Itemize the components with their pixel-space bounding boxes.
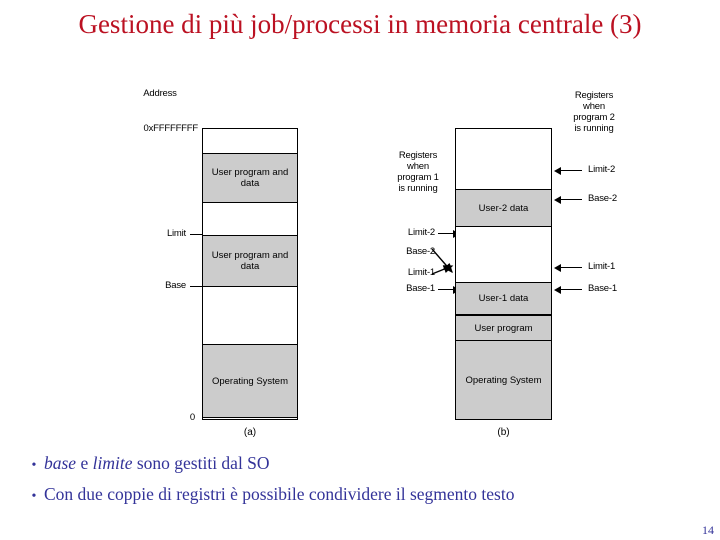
bullet1-plain-e: e [76, 453, 93, 473]
base-2-right-label: Base-2 [588, 193, 617, 204]
block-user-2-data-b: User-2 data [456, 189, 551, 227]
bullet-marker: • [31, 458, 37, 473]
block-user-program-2-a: User program and data [203, 153, 297, 203]
bullet-marker: • [31, 489, 37, 504]
block-gap-1-a [203, 203, 297, 235]
bullet-list: • base e limite sono gestiti dal SO • Co… [24, 452, 714, 514]
bullet1-plain-tail: sono gestiti dal SO [132, 453, 270, 473]
diagonal-register-arrows [431, 248, 454, 275]
block-gap-1-b [456, 227, 551, 282]
block-empty-top-b [456, 129, 551, 189]
operating-system-block-b: Operating System [456, 340, 551, 419]
base-1-right-label: Base-1 [588, 283, 617, 294]
bullet-due-coppie-text: Con due coppie di registri è possibile c… [44, 484, 515, 504]
memory-management-figure: Address 0xFFFFFFFF 0 Limit Base User pro… [0, 82, 720, 447]
limit-1-right-label: Limit-1 [588, 261, 616, 272]
bullet-base-limite-text: base e limite sono gestiti dal SO [44, 452, 270, 474]
limit-2-left-label: Limit-2 [407, 227, 435, 238]
block-user-1-data-b: User-1 data [456, 282, 551, 315]
base-1-left-label: Base-1 [406, 283, 435, 294]
limit-1-right-arrow [554, 262, 582, 274]
limit-2-right-label: Limit-2 [588, 164, 616, 175]
base-2-right-arrow [554, 194, 582, 206]
limit-2-right-arrow [554, 165, 582, 177]
registers-program-2-label: Registers when program 2 is running [573, 90, 615, 134]
caption-b: (b) [497, 427, 510, 438]
bullet-due-coppie: • Con due coppie di registri è possibile… [24, 483, 714, 508]
limit-pointer-label: Limit [166, 228, 186, 239]
block-user-program-b: User program [456, 315, 551, 341]
base-1-left-arrow [438, 284, 460, 296]
page-title: Gestione di più job/processi in memoria … [78, 9, 642, 39]
bullet-base-limite: • base e limite sono gestiti dal SO [24, 452, 714, 477]
block-operating-system-a: Operating System [203, 344, 297, 418]
address-header-label: Address [143, 88, 177, 99]
page-number: 14 [702, 523, 714, 537]
bullet1-italic-base: base [44, 453, 77, 473]
memory-column-a: User program and data User program and d… [202, 128, 298, 420]
limit-2-left-arrow [438, 228, 460, 240]
caption-a: (a) [243, 427, 257, 438]
base-1-right-arrow [554, 284, 582, 296]
block-empty-top-a [203, 129, 297, 153]
registers-program-1-label: Registers when program 1 is running [397, 150, 439, 194]
top-address-label: 0xFFFFFFFF [143, 123, 199, 134]
bottom-address-label: 0 [189, 412, 195, 423]
limit-1-left-label: Limit-1 [407, 267, 435, 278]
block-gap-2-a [203, 287, 297, 344]
base-2-left-label: Base-2 [406, 246, 435, 257]
bullet1-italic-limite: limite [92, 453, 133, 473]
base-pointer-label: Base [165, 280, 186, 291]
block-user-program-1-a: User program and data [203, 235, 297, 287]
